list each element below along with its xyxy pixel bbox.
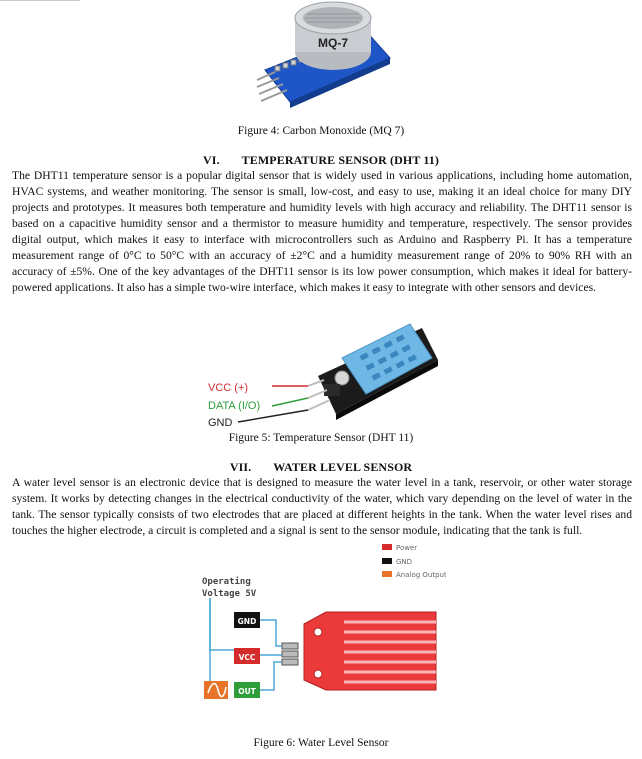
vcc-pin-box [234, 648, 260, 664]
legend-gnd-label: GND [396, 558, 412, 566]
top-rule [0, 0, 80, 1]
water-level-sensor-image: Operating Voltage 5V Power GND Analog Ou… [196, 540, 446, 730]
data-wire [271, 397, 309, 407]
vcc-pin-label: VCC [239, 653, 256, 662]
section-7-number: VII. [229, 460, 252, 474]
pin-label-data: DATA (I/O) [208, 400, 260, 412]
wire-gnd [260, 619, 282, 647]
legend-analog-label: Analog Output [396, 571, 446, 579]
mq7-label: MQ-7 [318, 36, 348, 50]
analog-wave-icon [207, 682, 227, 698]
section-6-number: VI. [203, 153, 220, 167]
figure-6-caption: Figure 6: Water Level Sensor [253, 737, 389, 749]
sensor-board [303, 611, 437, 691]
gnd-pin-label: GND [238, 617, 257, 626]
section-6-paragraph: The DHT11 temperature sensor is a popula… [12, 169, 632, 294]
mq7-sensor-image: MQ-7 [256, 1, 391, 108]
out-pin-box [234, 682, 260, 698]
gnd-wire [237, 409, 309, 423]
legend: Power GND Analog Output [382, 544, 446, 579]
out-pin-label: OUT [238, 687, 256, 696]
section-6-heading: VI. TEMPERATURE SENSOR (DHT 11) [0, 153, 642, 168]
legend-power-swatch [382, 544, 392, 550]
section-6-title: TEMPERATURE SENSOR (DHT 11) [241, 153, 439, 167]
analog-wave-box [204, 681, 228, 699]
dht11-sensor-image: VCC (+) DATA (I/O) GND [208, 323, 438, 429]
legend-analog-swatch [382, 571, 392, 577]
operating-voltage-line-1: Operating [202, 576, 251, 587]
section-7-paragraph: A water level sensor is an electronic de… [12, 476, 632, 537]
operating-voltage-line-2: Voltage 5V [202, 589, 257, 599]
section-7-heading: VII. WATER LEVEL SENSOR [0, 460, 642, 475]
section-7-title: WATER LEVEL SENSOR [273, 460, 413, 474]
figure-4-caption: Figure 4: Carbon Monoxide (MQ 7) [237, 125, 405, 137]
pin-label-gnd: GND [208, 417, 233, 429]
gnd-pin-box [234, 612, 260, 628]
figure-5-caption: Figure 5: Temperature Sensor (DHT 11) [228, 432, 414, 444]
legend-power-label: Power [396, 544, 417, 552]
legend-gnd-swatch [382, 558, 392, 564]
wire-out [260, 661, 282, 691]
pin-label-vcc: VCC (+) [208, 382, 248, 394]
